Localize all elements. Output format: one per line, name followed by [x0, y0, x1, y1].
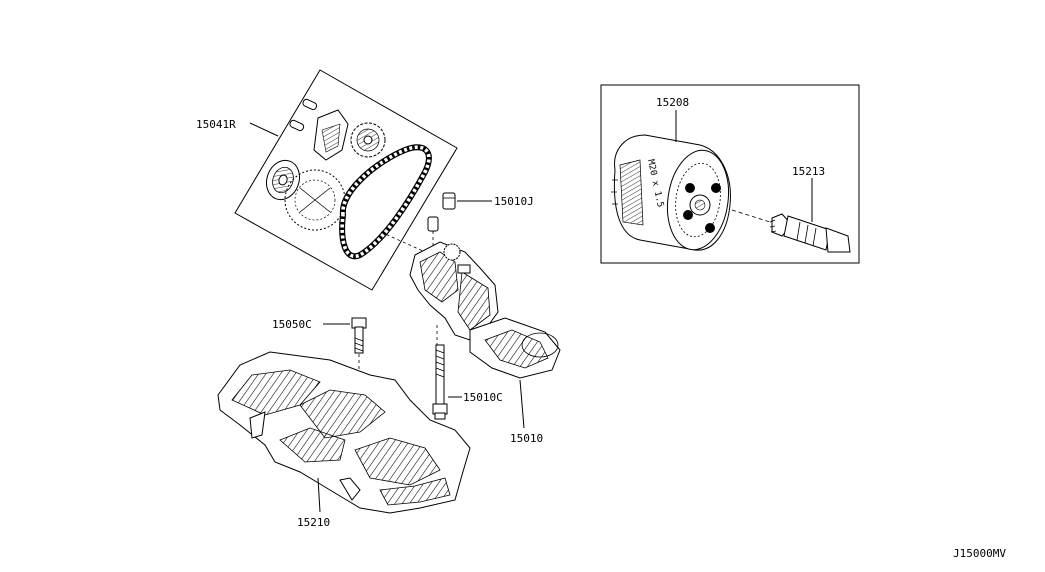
- kit-frame: [234, 69, 458, 291]
- drawing-id-label: J15000MV: [953, 547, 1006, 560]
- oil-filter-inset: M20 x 1.5 15208 15213: [600, 84, 860, 264]
- oil-seal-icon: [265, 159, 301, 201]
- callout-15213: 15213: [792, 165, 825, 178]
- oil-strainer-tube-icon: [469, 317, 561, 379]
- callout-15010: 15010: [510, 432, 543, 445]
- mount-bolt-icon: [351, 317, 367, 354]
- leader-line: [317, 477, 321, 513]
- pin-icon: [289, 98, 318, 132]
- dowel-group: 15010J: [442, 192, 534, 210]
- stud-bolt-group: 15010C: [432, 325, 503, 420]
- oil-pump-body-icon: [409, 241, 499, 341]
- large-sprocket-icon: [284, 169, 346, 231]
- dowel-icon: [442, 192, 456, 210]
- callout-15010c: 15010C: [463, 391, 503, 404]
- callout-15208: 15208: [656, 96, 689, 109]
- mount-bolt-group: 15050C: [272, 317, 367, 390]
- oil-pump-assembly-group: 15010: [380, 216, 561, 445]
- leader-line: [249, 122, 279, 137]
- timing-chain-icon: [339, 144, 432, 260]
- filter-connector-bolt-icon: [769, 213, 851, 253]
- stud-bolt-icon: [432, 344, 448, 420]
- small-sprocket-icon: [350, 122, 386, 158]
- callout-15210: 15210: [297, 516, 330, 529]
- leader-line: [519, 379, 525, 429]
- inset-frame: [600, 84, 860, 264]
- pump-pin-icon: [427, 216, 439, 232]
- baffle-plate-group: 15210: [217, 351, 471, 529]
- baffle-plate-icon: [217, 351, 471, 514]
- drive-chain-kit-group: 15041R: [196, 69, 458, 291]
- callout-15050c: 15050C: [272, 318, 312, 331]
- callout-15041r: 15041R: [196, 118, 236, 131]
- oil-filter-icon: M20 x 1.5: [611, 134, 731, 251]
- chain-tensioner-icon: [313, 109, 349, 161]
- callout-15010j: 15010J: [494, 195, 534, 208]
